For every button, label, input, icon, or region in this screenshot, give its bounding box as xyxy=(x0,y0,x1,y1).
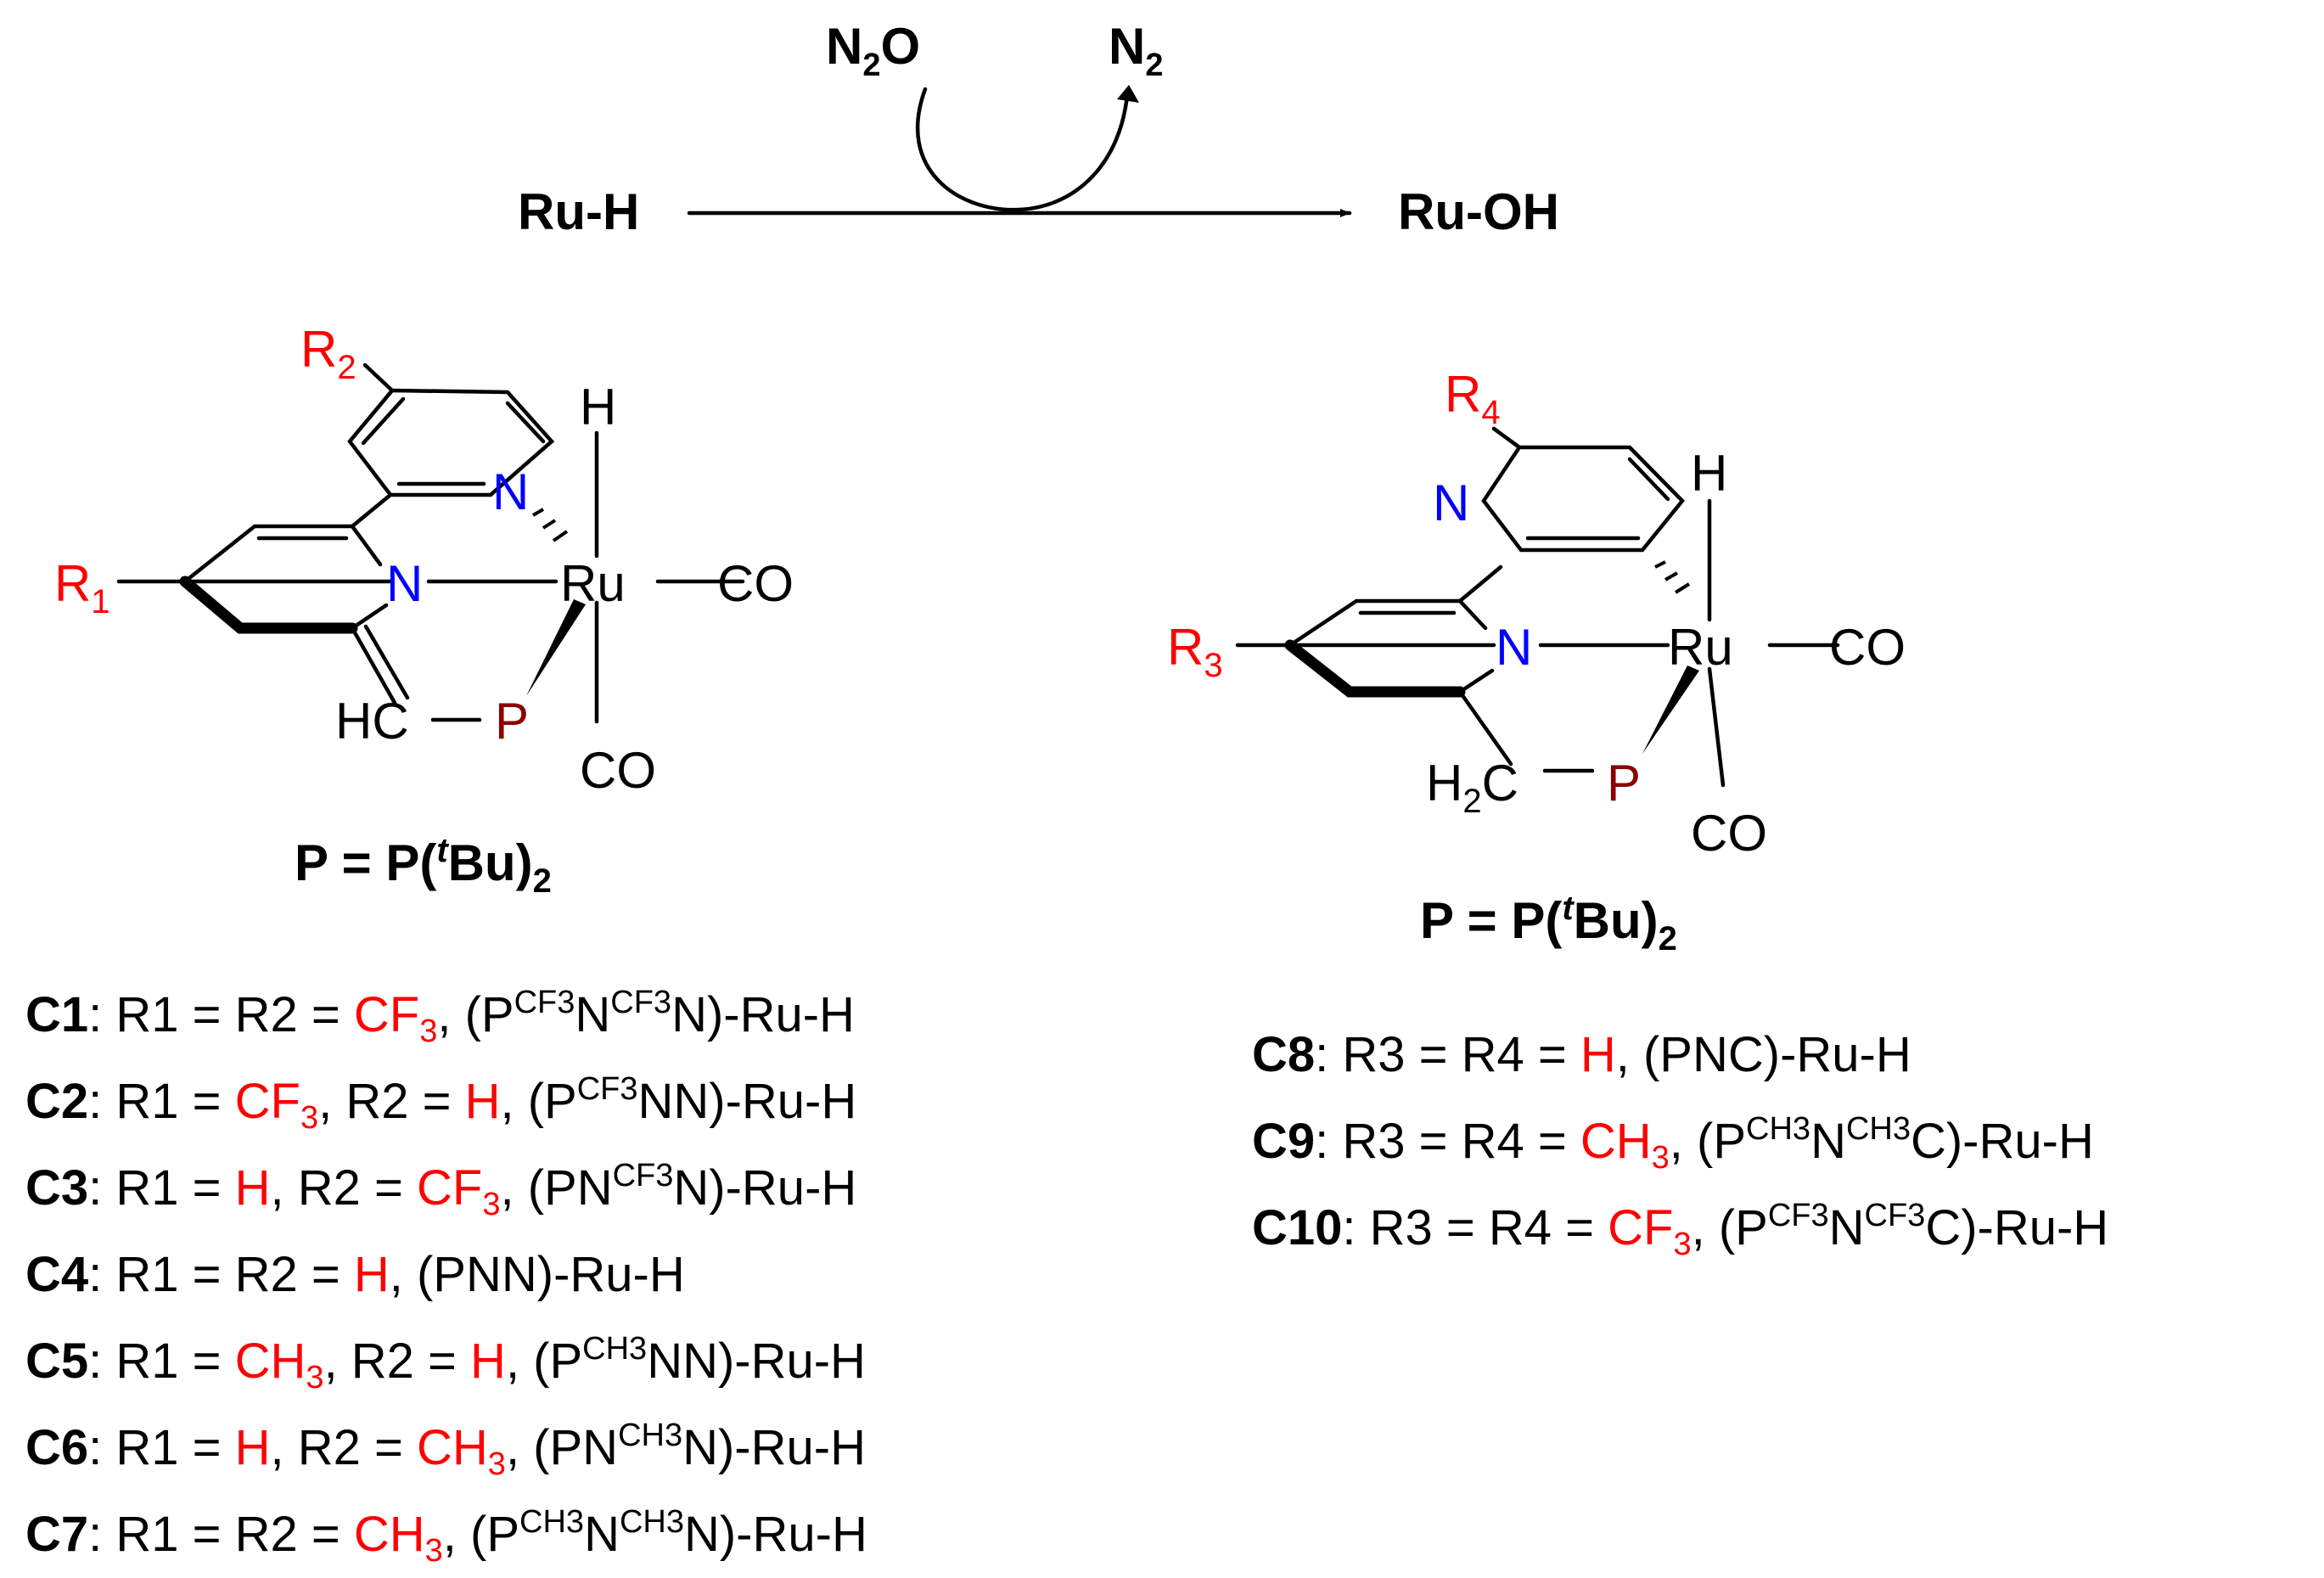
compound-row: C3: R1 = H, R2 = CF3, (PNCF3N)-Ru-H xyxy=(25,1158,857,1222)
h-left: H xyxy=(580,379,616,435)
r3-label: R3 xyxy=(1167,619,1223,684)
co-right-left: CO xyxy=(717,555,794,612)
product-label: Ru-OH xyxy=(1398,183,1559,240)
r4-label: R4 xyxy=(1445,366,1501,431)
r2-label: R2 xyxy=(300,321,356,386)
compound-row: C7: R1 = R2 = CH3, (PCH3NCH3N)-Ru-H xyxy=(25,1504,867,1569)
structure-left: R2 R1 N N Ru H CO CO HC P P = P(tBu)2 xyxy=(54,321,794,900)
ru-left: Ru xyxy=(560,555,626,612)
co-bottom-left: CO xyxy=(580,742,656,799)
p-definition-right: P = P(tBu)2 xyxy=(1420,890,1677,957)
n-top-right: N xyxy=(1433,475,1469,531)
reactant-label: Ru-H xyxy=(518,183,639,240)
wedge-bond-right xyxy=(1642,665,1699,754)
curved-arrow xyxy=(915,87,1130,212)
reagent-n2o: N2O xyxy=(826,18,920,83)
ch2-right: H2C xyxy=(1426,755,1518,820)
compound-list-right: C8: R3 = R4 = H, (PNC)-Ru-H C9: R3 = R4 … xyxy=(1252,1012,2108,1272)
p-definition-left: P = P(tBu)2 xyxy=(295,832,552,900)
ru-right: Ru xyxy=(1668,619,1733,676)
compound-row: C4: R1 = R2 = H, (PNN)-Ru-H xyxy=(25,1247,685,1302)
compound-row: C2: R1 = CF3, R2 = H, (PCF3NN)-Ru-H xyxy=(25,1071,857,1136)
n-top-left: N xyxy=(492,463,529,520)
n-center-left: N xyxy=(386,555,423,612)
compound-row: C9: R3 = R4 = CH3, (PCH3NCH3C)-Ru-H xyxy=(1252,1111,2094,1176)
h-right: H xyxy=(1691,445,1727,502)
byproduct-n2: N2 xyxy=(1109,18,1163,83)
hc-left: HC xyxy=(335,693,409,750)
compound-row: C10: R3 = R4 = CF3, (PCF3NCF3C)-Ru-H xyxy=(1252,1198,2109,1262)
co-right-right: CO xyxy=(1829,619,1906,676)
compound-list-left: C1: R1 = R2 = CF3, (PCF3NCF3N)-Ru-H C2: … xyxy=(25,972,867,1578)
compound-row: C6: R1 = H, R2 = CH3, (PNCH3N)-Ru-H xyxy=(25,1418,866,1482)
p-right: P xyxy=(1607,755,1641,811)
co-bottom-right: CO xyxy=(1691,805,1767,862)
curved-arrow-head xyxy=(1117,85,1139,103)
compound-row: C8: R3 = R4 = H, (PNC)-Ru-H xyxy=(1252,1027,1911,1082)
r1-label: R1 xyxy=(54,555,110,621)
compound-row: C1: R1 = R2 = CF3, (PCF3NCF3N)-Ru-H xyxy=(25,985,855,1049)
wedge-bond-left xyxy=(526,599,586,696)
compound-row: C5: R1 = CH3, R2 = H, (PCH3NN)-Ru-H xyxy=(25,1331,866,1395)
n-center-right: N xyxy=(1496,619,1532,676)
structure-right: R4 R3 N N Ru H CO CO H2C P P = P(tBu)2 xyxy=(1167,366,1906,957)
reaction-row: Ru-H Ru-OH N2O N2 xyxy=(518,18,1559,240)
hashed-bond-right xyxy=(1654,560,1691,594)
hashed-bond-left xyxy=(531,508,569,542)
p-left: P xyxy=(495,693,529,750)
